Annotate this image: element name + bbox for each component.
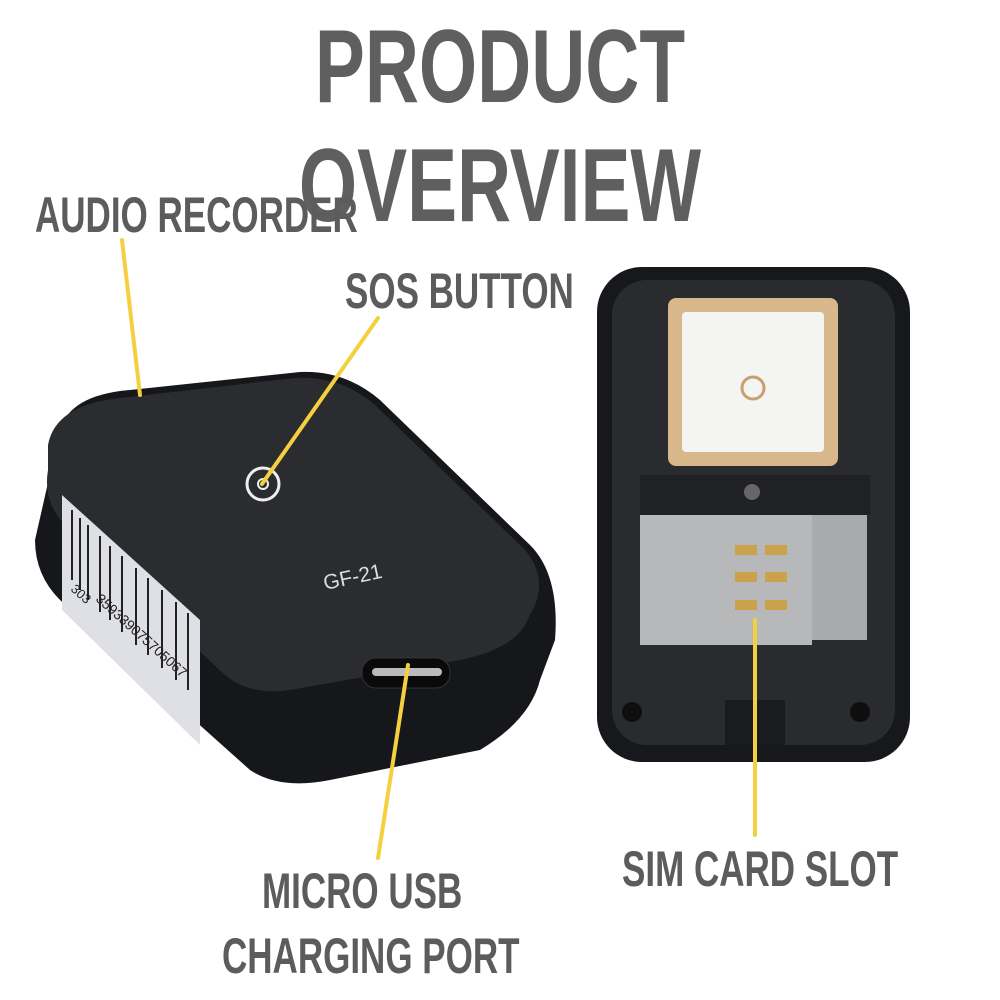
barcode-label xyxy=(62,495,200,745)
barcode xyxy=(71,510,189,690)
micro-usb-label: MICRO USB xyxy=(262,863,463,919)
sos-button-callout-line xyxy=(260,316,380,486)
charging-port-label: CHARGING PORT xyxy=(222,928,520,984)
sim-card-slot-label: SIM CARD SLOT xyxy=(622,841,899,897)
sos-button-label: SOS BUTTON xyxy=(345,263,574,319)
gps-tracker-inside xyxy=(597,267,910,762)
page-title: PRODUCT OVERVIEW xyxy=(0,8,1000,246)
sos-button-icon[interactable] xyxy=(245,466,281,502)
usb-callout-line xyxy=(376,663,410,860)
audio-recorder-callout-line xyxy=(120,238,142,397)
title-text: PRODUCT OVERVIEW xyxy=(298,9,702,244)
gps-tracker-front: 303 359339075705067 GF-21 xyxy=(35,371,556,784)
audio-recorder-label: AUDIO RECORDER xyxy=(35,187,358,243)
